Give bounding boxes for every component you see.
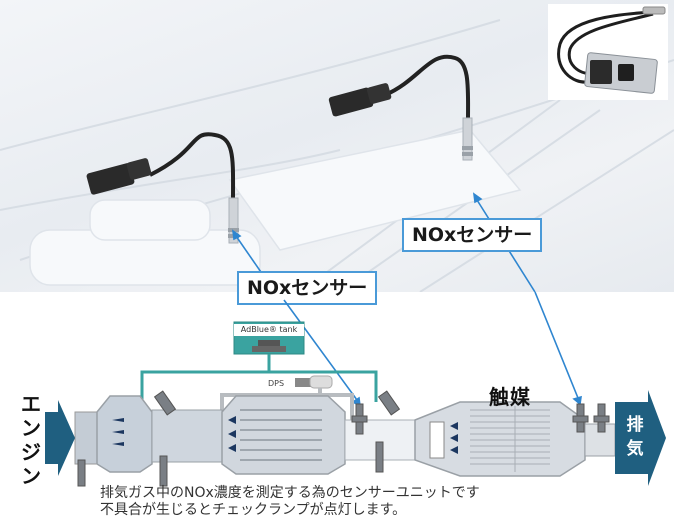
engine-label-text: エンジン [21, 392, 41, 488]
exhaust-label-text: 排気 [626, 415, 644, 459]
adblue-tank-label: AdBlue® tank [234, 324, 304, 336]
exhaust-aftertreatment-schematic [45, 291, 666, 487]
catalyst-label: 触媒 [489, 385, 531, 409]
caption-line-1: 排気ガス中のNOx濃度を測定する為のセンサーユニットです [100, 485, 480, 501]
engine-label: エンジン [20, 392, 42, 488]
caption-line-2: 不具合が生じるとチェックランプが点灯します。 [100, 502, 407, 518]
photo-illustration [0, 19, 674, 292]
sensor-unit-icon [557, 6, 666, 94]
nox-sensor-callout-downstream: NOxセンサー [402, 218, 543, 252]
nox-sensor-2 [328, 54, 473, 161]
nox-sensor-1 [86, 132, 239, 244]
nox-sensor-product-image [548, 4, 668, 100]
sensor-photo [0, 0, 674, 292]
callout-lines-upper [231, 192, 536, 292]
exhaust-label: 排気 [623, 413, 647, 461]
exhaust-system-diagram [0, 291, 674, 525]
dps-label: DPS [268, 379, 285, 388]
nox-sensor-callout-upstream: NOxセンサー [237, 271, 378, 305]
caption: 排気ガス中のNOx濃度を測定する為のセンサーユニットです 不具合が生じるとチェッ… [100, 485, 480, 519]
